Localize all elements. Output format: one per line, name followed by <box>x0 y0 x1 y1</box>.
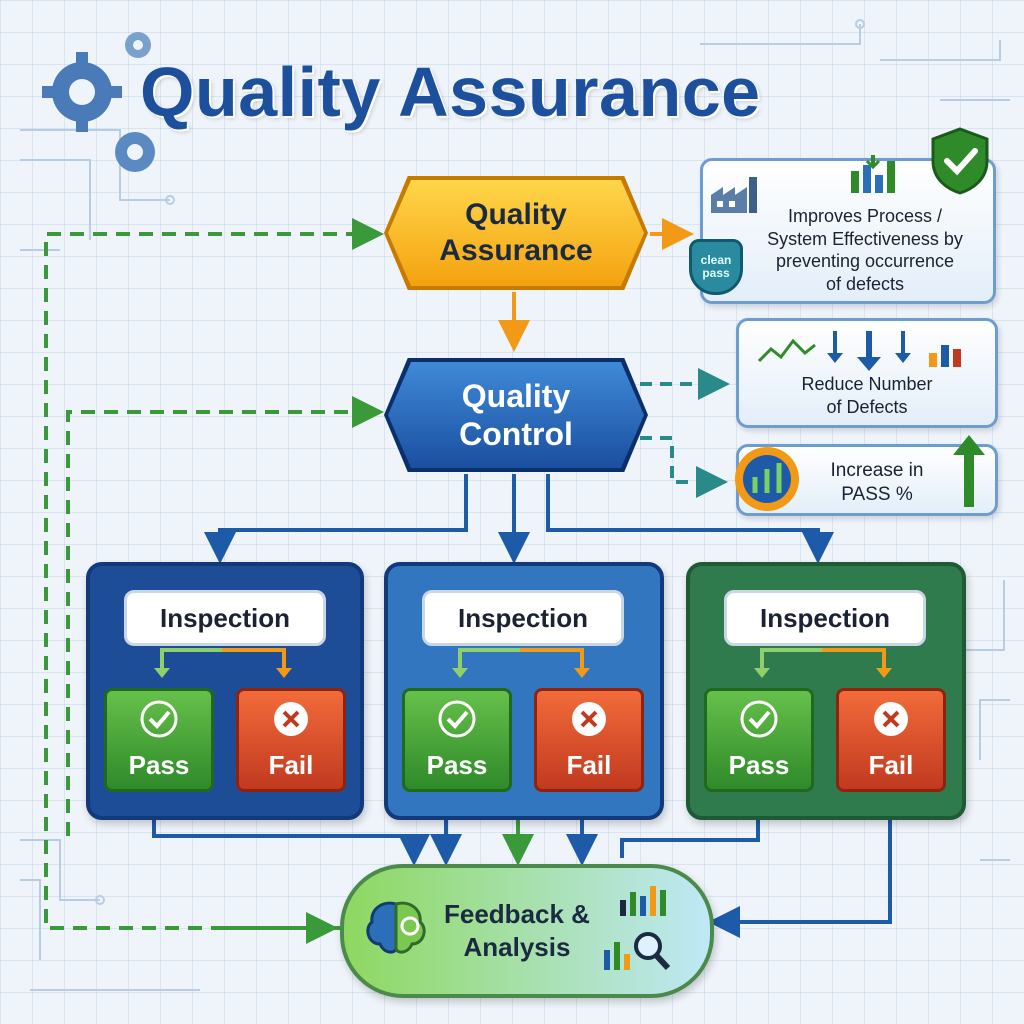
inspection-label: Inspection <box>422 590 624 646</box>
reduce-defects-card: Reduce Number of Defects <box>736 318 998 428</box>
split-arrows <box>754 648 892 678</box>
improve-line4: of defects <box>825 273 905 294</box>
magnifier-icon <box>604 932 671 971</box>
pass-label: Pass <box>728 750 790 780</box>
qa-label-line2: Assurance <box>439 234 593 267</box>
reduce-line2: of Defects <box>826 396 908 417</box>
gear-icon <box>125 32 151 58</box>
inspection-label: Inspection <box>124 590 326 646</box>
feedback-analysis-node: Feedback & Analysis <box>340 864 714 998</box>
badge-line2: pass <box>702 266 730 281</box>
feedback-line2: Analysis <box>463 931 571 962</box>
pass-result: Pass <box>704 688 814 792</box>
fail-result: Fail <box>236 688 346 792</box>
page-title: Quality Assurance <box>140 53 761 131</box>
check-icon <box>140 700 178 738</box>
fail-label: Fail <box>268 750 314 780</box>
check-icon <box>740 700 778 738</box>
feedback-line1: Feedback & <box>444 899 590 929</box>
chart-icon <box>851 155 895 193</box>
up-arrow-icon <box>953 435 985 507</box>
increase-pass-text: Increase in PASS % <box>809 459 945 507</box>
improve-process-card: clean pass Improves Process / System Eff… <box>689 127 996 304</box>
reduce-defects-text: Reduce Number of Defects <box>759 373 975 418</box>
check-icon <box>438 700 476 738</box>
inspection-label: Inspection <box>724 590 926 646</box>
pass-result: Pass <box>402 688 512 792</box>
clean-pass-badge: clean pass <box>689 239 743 295</box>
fail-result: Fail <box>836 688 946 792</box>
pass-line1: Increase in <box>830 460 924 481</box>
pass-label: Pass <box>128 750 190 780</box>
quality-control-node: Quality Control <box>388 362 644 468</box>
gear-icon <box>115 132 155 172</box>
fail-label: Fail <box>566 750 612 780</box>
qa-label-line1: Quality <box>465 198 567 231</box>
down-arrow-icon <box>757 331 961 371</box>
growth-badge-icon <box>735 447 799 511</box>
pass-line2: PASS % <box>841 483 913 505</box>
inspection-panel-3: Inspection Pass Fail <box>686 562 966 820</box>
improve-line2: System Effectiveness by <box>767 228 963 249</box>
brain-icon <box>366 901 426 954</box>
x-icon <box>274 702 308 736</box>
x-icon <box>572 702 606 736</box>
circuit-decoration <box>20 19 1010 991</box>
pass-label: Pass <box>426 750 488 780</box>
x-icon <box>874 702 908 736</box>
qc-label-line2: Control <box>459 416 573 452</box>
quality-assurance-node: Quality Assurance <box>388 180 644 286</box>
inspection-panel-2: Inspection Pass Fail <box>384 562 664 820</box>
qc-label-line1: Quality <box>461 377 571 414</box>
gear-icon <box>42 52 122 132</box>
chart-icon <box>620 886 666 916</box>
shield-check-icon <box>931 127 989 195</box>
improve-line3: preventing occurrence <box>775 251 955 271</box>
badge-line1: clean <box>700 253 732 267</box>
feedback-analysis-text: Feedback & Analysis <box>444 898 590 963</box>
factory-icon <box>711 177 757 213</box>
split-arrows <box>452 648 590 678</box>
improve-process-text: Improves Process / System Effectiveness … <box>743 205 987 295</box>
fail-label: Fail <box>868 750 914 780</box>
reduce-line1: Reduce Number <box>801 374 933 394</box>
increase-pass-card: Increase in PASS % <box>735 435 998 516</box>
improve-line1: Improves Process / <box>787 206 943 226</box>
fail-result: Fail <box>534 688 644 792</box>
pass-result: Pass <box>104 688 214 792</box>
inspection-panel-1: Inspection Pass Fail <box>86 562 364 820</box>
split-arrows <box>154 648 292 678</box>
